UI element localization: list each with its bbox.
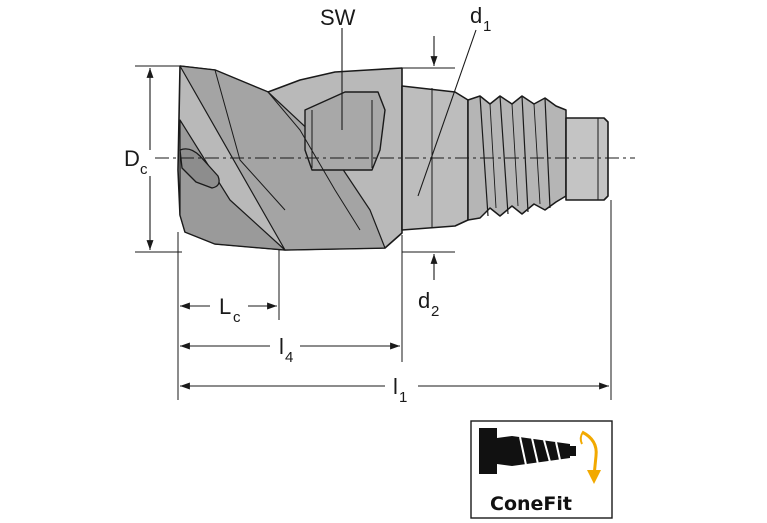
flute-face-2	[179, 119, 286, 251]
tip-notch	[179, 148, 220, 189]
d2-label: d	[418, 288, 430, 313]
d1-subscript: 1	[483, 18, 491, 35]
l1-label: l	[393, 374, 398, 399]
dc-label: D	[124, 146, 140, 171]
l4-subscript: 4	[285, 349, 293, 366]
conefit-shank-icon	[479, 428, 576, 474]
wrench-flat	[304, 91, 386, 171]
lc-label: L	[219, 294, 231, 319]
l1-subscript: 1	[399, 389, 407, 406]
dimension-lines	[146, 36, 609, 390]
conefit-logo-text: ConeFit	[490, 493, 572, 515]
dc-subscript: c	[140, 161, 148, 178]
d2-subscript: 2	[431, 303, 439, 320]
conefit-logo: ConeFit	[470, 420, 613, 519]
leader-lines	[341, 28, 477, 197]
dimension-labels: SW d 1 D c d 2 L c l 4 l 1	[124, 3, 491, 406]
extension-lines	[135, 65, 612, 400]
rotation-arrow-icon	[579, 430, 601, 484]
l4-label: l	[279, 334, 284, 359]
d1-label: d	[470, 3, 482, 28]
sw-label: SW	[320, 5, 356, 30]
lc-subscript: c	[233, 309, 241, 326]
pilot-shank	[565, 117, 609, 201]
